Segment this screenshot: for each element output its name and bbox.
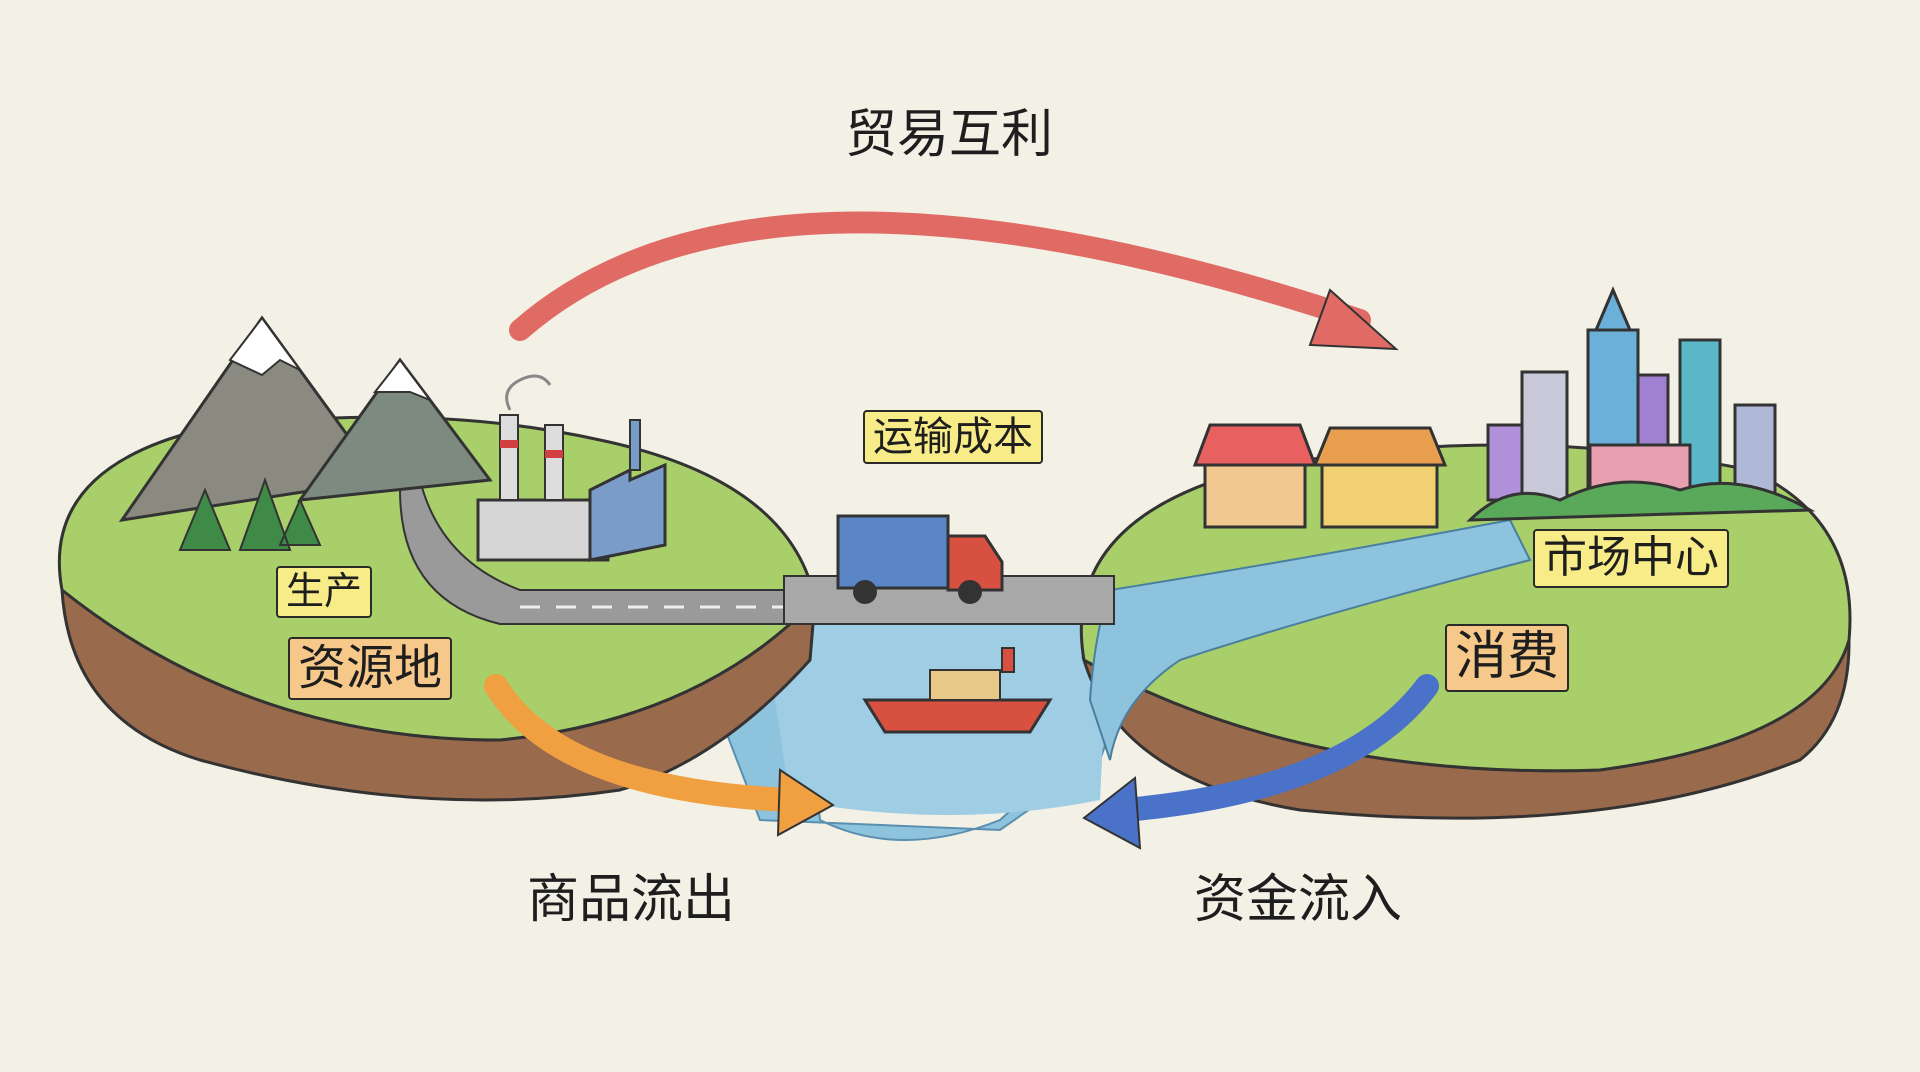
mountains	[118, 315, 493, 551]
trade-arrow	[509, 211, 1371, 341]
label-resource-origin: 资源地	[288, 637, 453, 701]
goods-arrow-head	[776, 768, 835, 837]
label-transport-cost: 运输成本	[863, 410, 1043, 464]
right-river	[1088, 518, 1532, 761]
trees	[178, 477, 322, 551]
goods-arrow	[484, 674, 802, 812]
label-production: 生产	[276, 566, 373, 618]
capital-arrow-head	[1082, 776, 1142, 850]
shops	[1192, 423, 1448, 529]
title: 贸易互利	[845, 105, 1054, 165]
factory	[476, 374, 667, 562]
capital-arrow	[1113, 674, 1439, 822]
city	[1466, 286, 1816, 522]
label-goods-outflow: 商品流出	[527, 870, 736, 930]
truck	[836, 514, 1004, 604]
trade-arrow-head	[1308, 288, 1399, 351]
label-capital-inflow: 资金流入	[1194, 870, 1403, 930]
label-market-center: 市场中心	[1533, 529, 1729, 588]
ship	[862, 647, 1053, 734]
label-consumption: 消费	[1445, 624, 1570, 692]
